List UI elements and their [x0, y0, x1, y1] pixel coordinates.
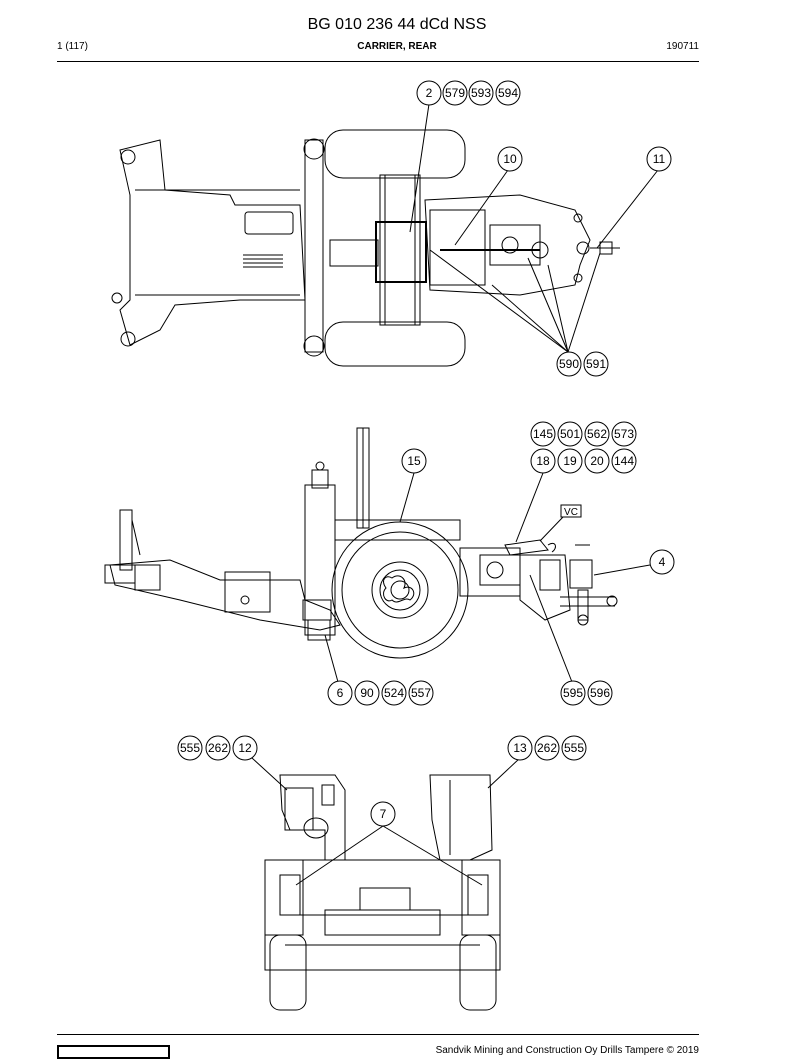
callout-label: 596: [590, 686, 610, 700]
brand-logo: [57, 1045, 170, 1059]
callout-6: 6: [327, 680, 353, 706]
callout-label: 12: [238, 741, 252, 755]
callout-590: 590: [556, 351, 582, 377]
callout-90: 90: [354, 680, 380, 706]
callout-label: 557: [411, 686, 431, 700]
top-view-drawing: [111, 129, 620, 367]
page-count: 1 (117): [57, 41, 88, 52]
callout-label: 90: [360, 686, 374, 700]
callout-501: 501: [557, 421, 583, 447]
callout-591: 591: [583, 351, 609, 377]
callout-label: 262: [208, 741, 228, 755]
callout-label: 11: [653, 152, 666, 166]
document-date: 190711: [666, 41, 699, 52]
callout-579: 579: [442, 80, 468, 106]
callout-label: 562: [587, 427, 607, 441]
callout-label: 13: [513, 741, 527, 755]
callout-label: 10: [503, 152, 517, 166]
rear-view-drawing: [264, 774, 501, 1011]
callout-label: 555: [180, 741, 200, 755]
callout-label: 524: [384, 686, 404, 700]
callout-2: 2: [416, 80, 442, 106]
callout-label: 590: [559, 357, 579, 371]
callout-144: 144: [611, 448, 637, 474]
callout-524: 524: [381, 680, 407, 706]
callout-label: 15: [407, 454, 421, 468]
callout-596: 596: [587, 680, 613, 706]
callout-594: 594: [495, 80, 521, 106]
callout-573: 573: [611, 421, 637, 447]
callout-18: 18: [530, 448, 556, 474]
callout-label: 579: [445, 86, 465, 100]
label-vc: VC: [560, 504, 582, 518]
callout-262-right: 262: [534, 735, 560, 761]
callout-label: 19: [563, 454, 577, 468]
footer-copyright: Sandvik Mining and Construction Oy Drill…: [435, 1045, 699, 1056]
callout-12: 12: [232, 735, 258, 761]
callout-label: 144: [614, 454, 634, 468]
callout-20: 20: [584, 448, 610, 474]
callout-label: 573: [614, 427, 634, 441]
callout-label: 145: [533, 427, 553, 441]
callout-19: 19: [557, 448, 583, 474]
callout-262-left: 262: [205, 735, 231, 761]
callout-13: 13: [507, 735, 533, 761]
document-title: BG 010 236 44 dCd NSS: [307, 16, 487, 33]
section-title: CARRIER, REAR: [357, 41, 437, 52]
footer-divider: [57, 1034, 699, 1035]
callout-label: 595: [563, 686, 583, 700]
vc-label: VC: [564, 507, 578, 518]
callout-label: 7: [380, 807, 387, 821]
callout-label: 2: [426, 86, 433, 100]
callout-15: 15: [401, 448, 427, 474]
callout-595: 595: [560, 680, 586, 706]
callout-145: 145: [530, 421, 556, 447]
callout-11: 11: [646, 146, 672, 172]
callout-7: 7: [370, 801, 396, 827]
callout-555-right: 555: [561, 735, 587, 761]
header-divider: [57, 61, 699, 62]
callout-4: 4: [649, 549, 675, 575]
callout-label: 18: [536, 454, 550, 468]
callout-label: 555: [564, 741, 584, 755]
callout-label: 6: [337, 686, 344, 700]
callout-557: 557: [408, 680, 434, 706]
callout-555-left: 555: [177, 735, 203, 761]
callout-10: 10: [497, 146, 523, 172]
callout-label: 593: [471, 86, 491, 100]
callout-label: 501: [560, 427, 580, 441]
callout-label: 4: [659, 555, 666, 569]
leader-lines: [251, 103, 659, 886]
callout-label: 262: [537, 741, 557, 755]
callout-593: 593: [468, 80, 494, 106]
callout-label: 20: [590, 454, 604, 468]
callout-label: 591: [586, 357, 606, 371]
callout-562: 562: [584, 421, 610, 447]
callout-label: 594: [498, 86, 518, 100]
